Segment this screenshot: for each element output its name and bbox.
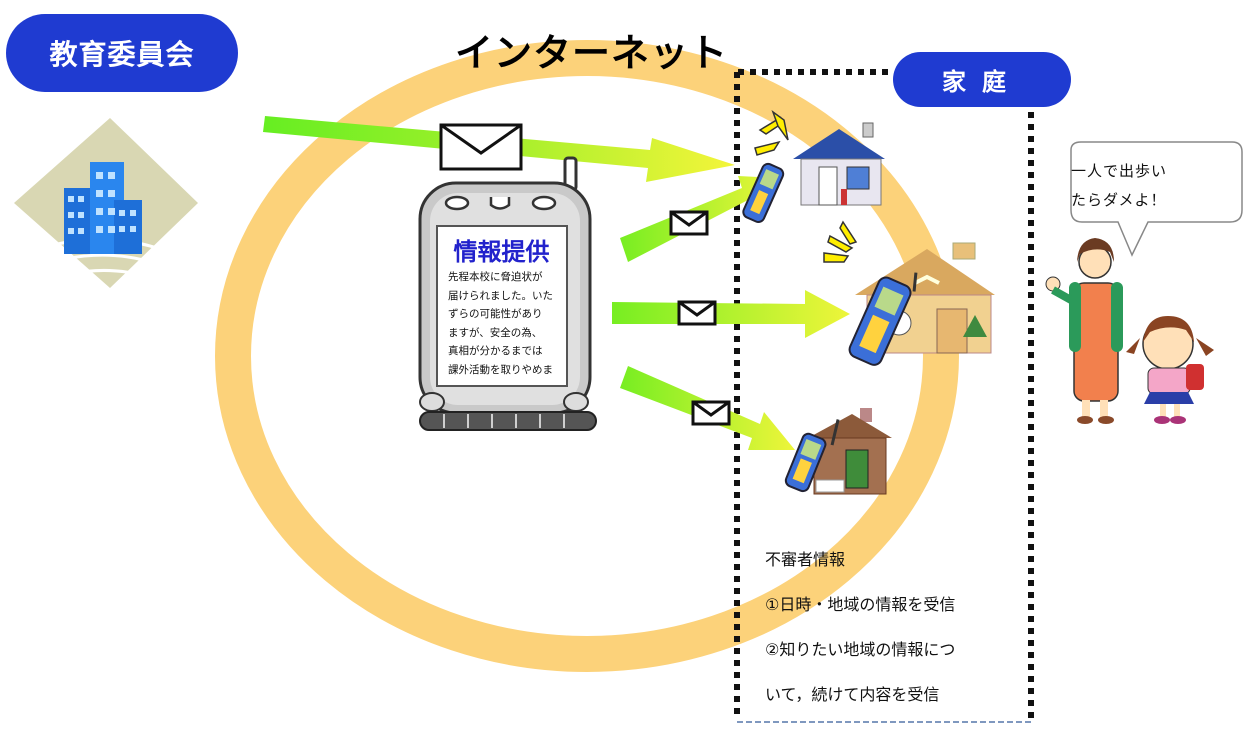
- household-frame: [734, 69, 1034, 723]
- phone-screen-text: 先程本校に脅迫状が 届けられました。いた ずらの可能性があり ますが、安全の為、…: [448, 268, 560, 379]
- internet-ring: [215, 40, 959, 672]
- info-item-2-line-2: いて，続けて内容を受信: [765, 685, 940, 704]
- education-board-label: 教育委員会: [6, 14, 238, 92]
- envelope-icon: [439, 123, 523, 171]
- phone-screen-line: 先程本校に脅迫状が: [448, 271, 543, 283]
- alert-icon: [754, 109, 789, 156]
- speech-line-1: 一人で出歩い: [1071, 162, 1168, 180]
- speech-line-2: たらダメよ！: [1071, 191, 1167, 209]
- info-heading: 不審者情報: [765, 550, 846, 569]
- girl-icon: [1126, 316, 1214, 424]
- phone-screen-title: 情報提供: [453, 237, 550, 266]
- alert-icon: [823, 220, 858, 263]
- cellphone-icon: [784, 419, 840, 493]
- info-item-1: ①日時・地域の情報を受信: [765, 595, 956, 614]
- phone-screen-line: 届けられました。いた: [448, 289, 553, 302]
- office-building-icon: [14, 118, 198, 290]
- envelope-icon: [691, 400, 731, 426]
- arrow-phone-to-house-2: [612, 290, 850, 338]
- envelope-icon: [677, 300, 717, 326]
- cellphone-icon: [742, 162, 785, 224]
- suspicious-person-info: 不審者情報 ①日時・地域の情報を受信 ②知りたい地域の情報につ いて，続けて内容…: [765, 537, 1030, 717]
- phone-screen-line: ますが、安全の為、: [448, 326, 543, 339]
- home-label: 家庭: [893, 52, 1071, 107]
- phone-screen-line: 課外活動を取りやめま: [448, 363, 553, 376]
- house-icon: [808, 408, 892, 495]
- house-icon: [793, 122, 885, 206]
- speech-bubble-text: 一人で出歩い たらダメよ！: [1071, 157, 1241, 215]
- cellphone-icon: [848, 272, 918, 366]
- speech-bubble: [1070, 141, 1243, 257]
- info-item-2-line-1: ②知りたい地域の情報につ: [765, 640, 956, 659]
- internet-label: インターネット: [455, 31, 729, 75]
- phone-screen-line: 真相が分かるまでは: [448, 345, 543, 357]
- phone-screen-line: ずらの可能性があり: [448, 308, 543, 320]
- mother-icon: [1045, 238, 1123, 424]
- envelope-icon: [669, 210, 709, 236]
- cellphone-icon: [418, 156, 597, 431]
